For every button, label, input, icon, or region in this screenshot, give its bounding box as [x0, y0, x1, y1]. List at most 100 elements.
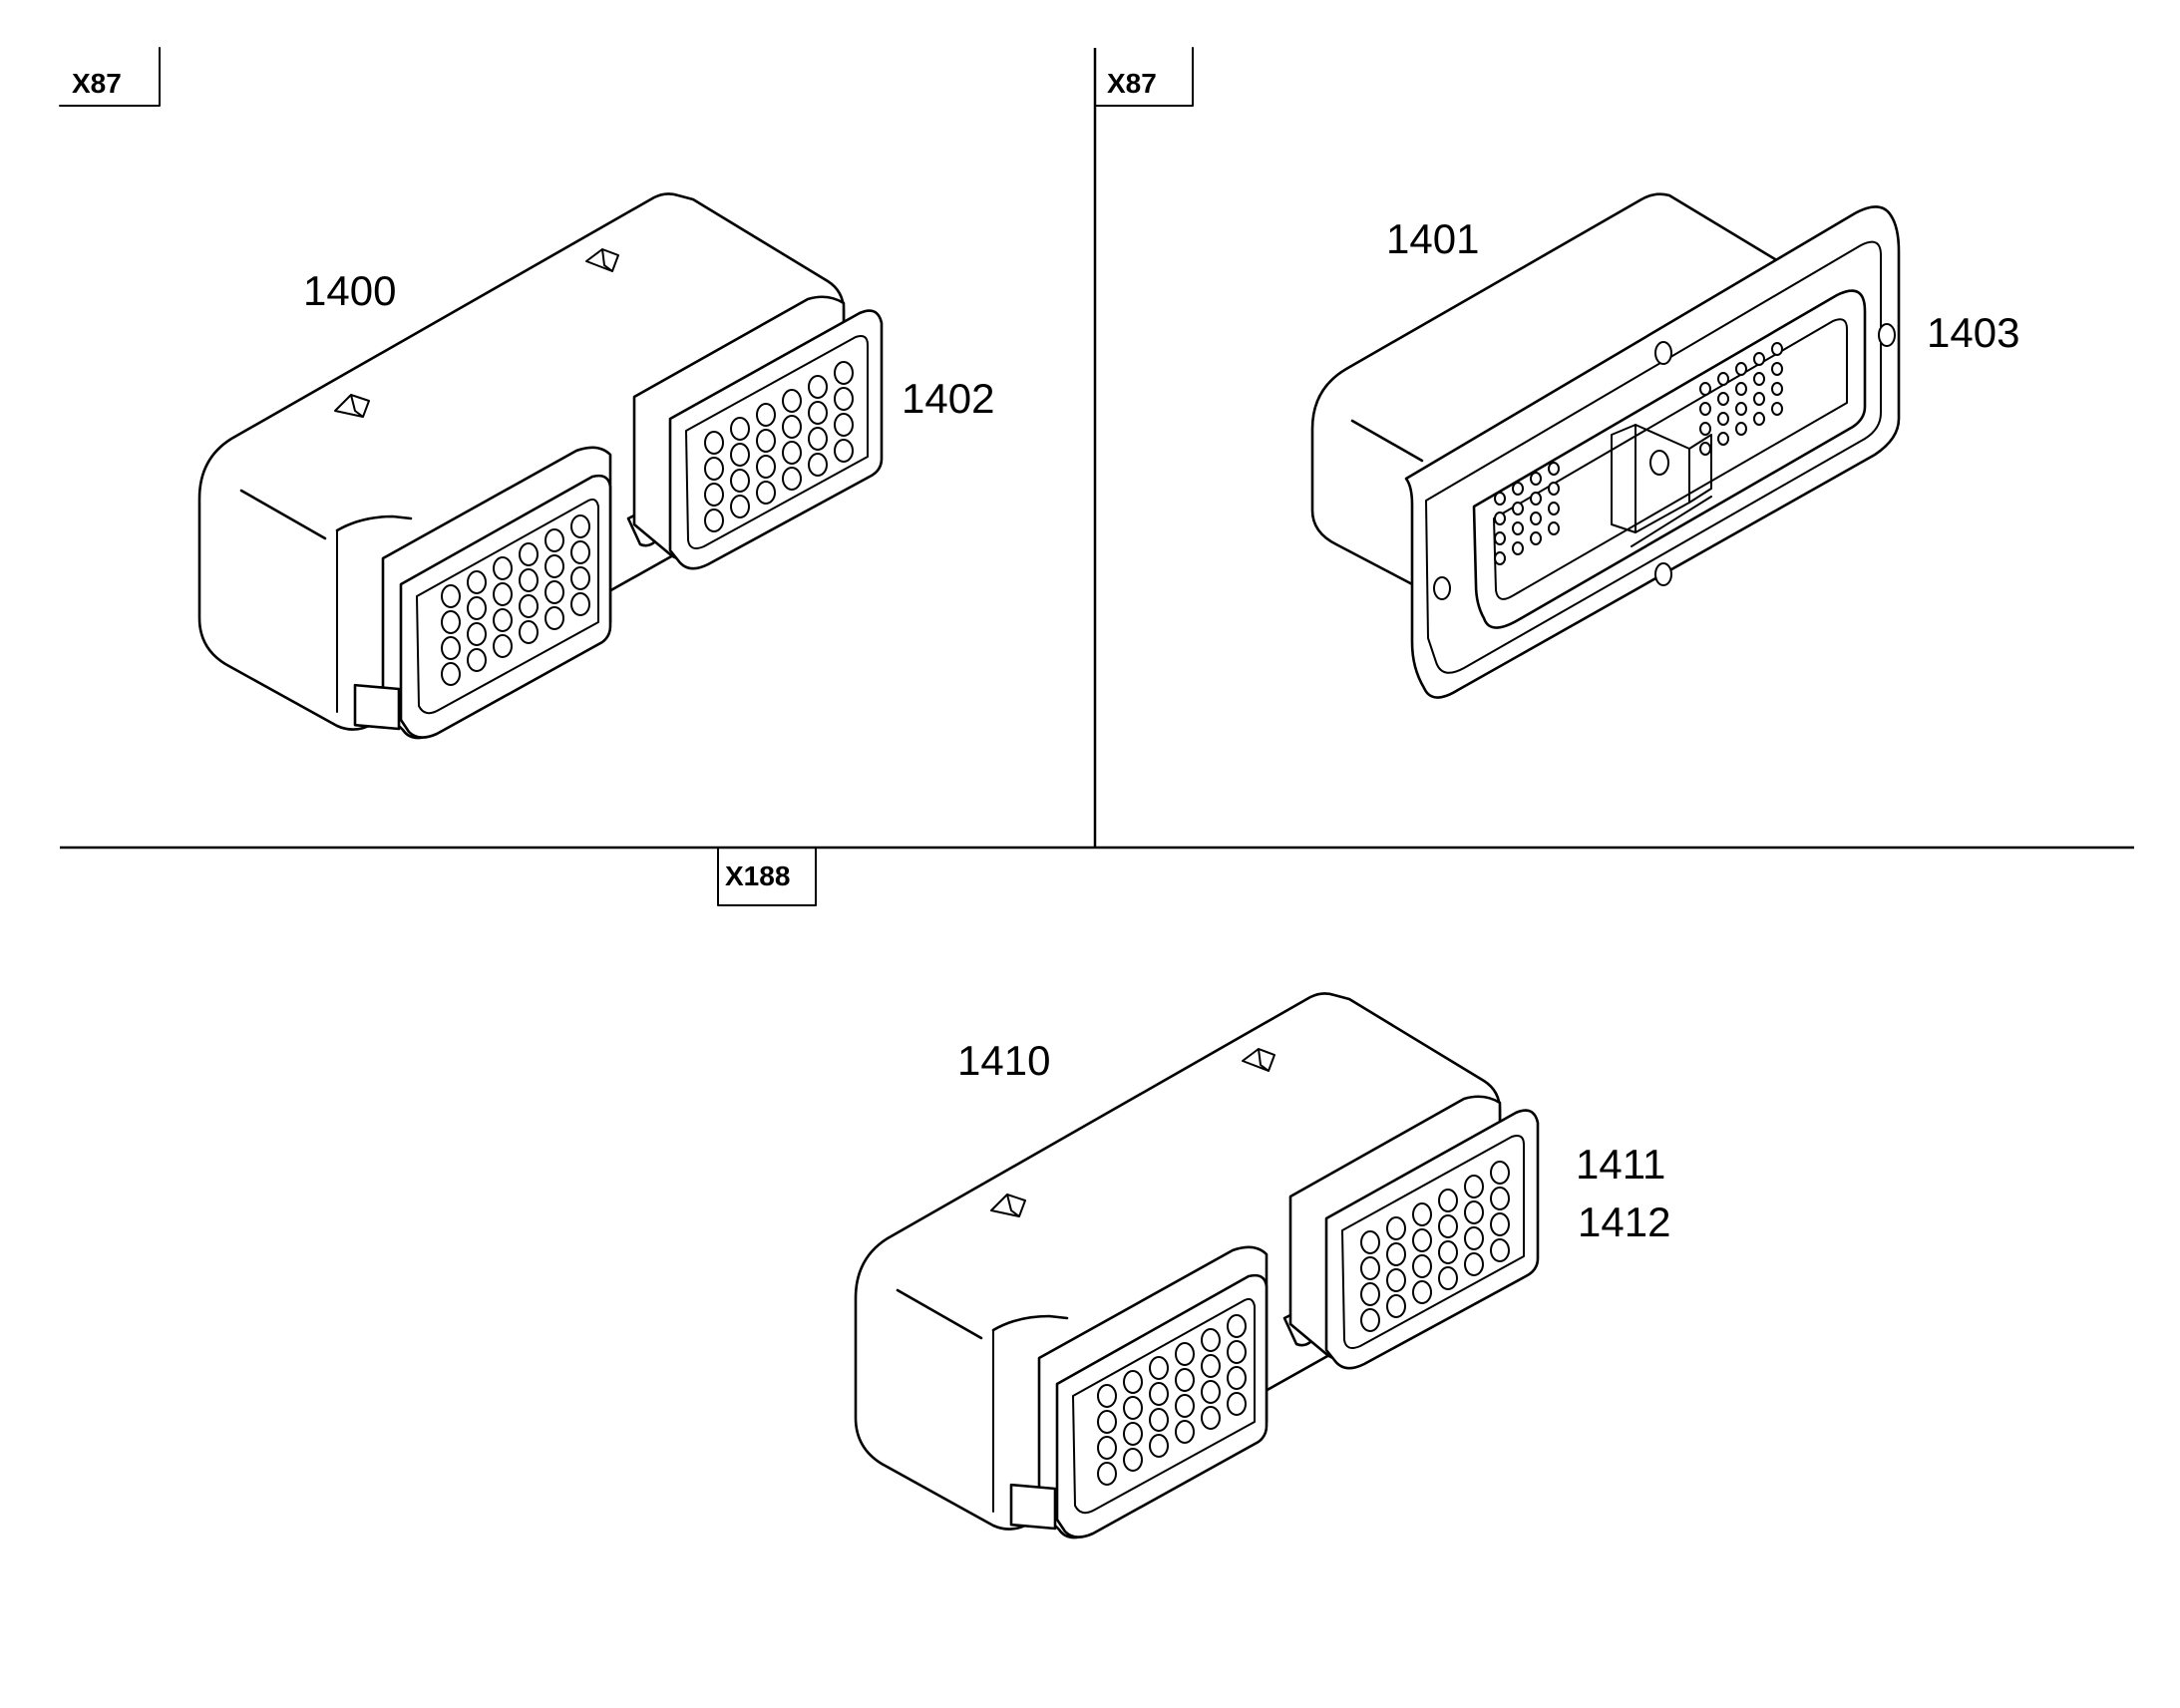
pin-hole: [1717, 372, 1729, 386]
plug-rear-1411: [1288, 1095, 1540, 1370]
pin-hole: [1097, 1384, 1117, 1408]
pin-hole: [1412, 1202, 1432, 1226]
pin-hole: [1548, 482, 1560, 496]
pin-hole: [1227, 1340, 1247, 1364]
pin-hole: [1175, 1368, 1195, 1392]
pin-hole: [1512, 502, 1524, 515]
pin-hole: [519, 568, 539, 592]
pin-hole: [1512, 541, 1524, 555]
pin-hole: [441, 636, 461, 660]
pin-hole: [1438, 1240, 1458, 1264]
pin-hole: [1123, 1422, 1143, 1446]
pin-hole: [1412, 1280, 1432, 1304]
pin-hole: [1360, 1230, 1380, 1254]
pin-hole: [704, 509, 724, 532]
pin-hole: [782, 415, 802, 439]
pin-hole: [1201, 1380, 1221, 1404]
tag-top-right-label: X87: [1107, 68, 1157, 99]
pin-hole: [1386, 1268, 1406, 1292]
pin-hole: [1175, 1342, 1195, 1366]
tag-bottom-label: X188: [725, 860, 790, 891]
pin-hole: [1360, 1282, 1380, 1306]
pin-hole: [545, 554, 564, 578]
pin-hole: [730, 469, 750, 493]
pin-hole: [1548, 502, 1560, 515]
pin-hole: [1149, 1382, 1169, 1406]
pin-hole: [1699, 442, 1711, 456]
plug-front-1410: [1009, 1245, 1269, 1539]
pin-hole: [704, 431, 724, 455]
pin-hole: [1735, 402, 1747, 416]
pin-hole: [1494, 512, 1506, 525]
pin-hole: [570, 566, 590, 590]
pin-hole: [1490, 1212, 1510, 1236]
pin-hole: [1699, 402, 1711, 416]
pin-hole: [1175, 1394, 1195, 1418]
pin-hole: [1201, 1328, 1221, 1352]
pin-hole: [441, 610, 461, 634]
tag-top-right: X87: [1094, 47, 1194, 107]
pin-hole: [1201, 1354, 1221, 1378]
pin-hole: [1464, 1226, 1484, 1250]
pin-hole: [1201, 1406, 1221, 1430]
pin-hole: [1464, 1252, 1484, 1276]
callout-1400: 1400: [303, 267, 396, 314]
pin-hole: [493, 582, 513, 606]
connector-1400: 1400 1402: [197, 192, 994, 740]
pin-hole: [467, 648, 487, 672]
pin-hole: [1494, 492, 1506, 506]
pin-hole: [1386, 1242, 1406, 1266]
pin-hole: [1438, 1189, 1458, 1212]
pin-hole: [782, 467, 802, 491]
callout-1412: 1412: [1578, 1198, 1670, 1245]
pin-hole: [756, 481, 776, 505]
pin-hole: [1771, 402, 1783, 416]
pin-hole: [1494, 551, 1506, 565]
pin-hole: [1412, 1254, 1432, 1278]
pin-hole: [808, 427, 828, 451]
pin-hole: [441, 662, 461, 686]
pin-hole: [834, 413, 854, 437]
pin-hole: [782, 389, 802, 413]
tag-top-left: X87: [59, 47, 161, 107]
pin-hole: [519, 594, 539, 618]
pin-hole: [834, 361, 854, 385]
pin-hole: [1530, 492, 1542, 506]
pin-hole: [1717, 412, 1729, 426]
pin-hole: [545, 580, 564, 604]
callout-1411: 1411: [1576, 1141, 1665, 1188]
pin-hole: [782, 441, 802, 465]
pin-hole: [570, 514, 590, 538]
pin-hole: [1123, 1448, 1143, 1472]
pin-hole: [1227, 1314, 1247, 1338]
pin-hole: [1512, 521, 1524, 535]
pin-hole: [545, 606, 564, 630]
callout-1403: 1403: [1927, 309, 2019, 356]
pin-hole: [1753, 412, 1765, 426]
pin-hole: [756, 429, 776, 453]
pin-hole: [1227, 1392, 1247, 1416]
pin-hole: [1771, 362, 1783, 376]
pin-hole: [1227, 1366, 1247, 1390]
pin-hole: [467, 596, 487, 620]
pin-hole: [1771, 382, 1783, 396]
pin-hole: [756, 403, 776, 427]
pin-hole: [1123, 1396, 1143, 1420]
pin-hole: [1494, 531, 1506, 545]
pin-hole: [1490, 1238, 1510, 1262]
plug-front-1400: [353, 446, 612, 740]
pin-hole: [808, 375, 828, 399]
pin-hole: [1548, 462, 1560, 476]
pin-hole: [1530, 531, 1542, 545]
connector-1401: 1401 1403: [1310, 192, 2019, 699]
pin-hole: [704, 457, 724, 481]
pin-hole: [1490, 1161, 1510, 1185]
pin-hole: [1735, 422, 1747, 436]
pin-hole: [1699, 422, 1711, 436]
pin-hole: [1360, 1256, 1380, 1280]
pin-hole: [441, 584, 461, 608]
pin-hole: [1717, 392, 1729, 406]
pin-hole: [704, 483, 724, 507]
pin-hole: [1149, 1356, 1169, 1380]
